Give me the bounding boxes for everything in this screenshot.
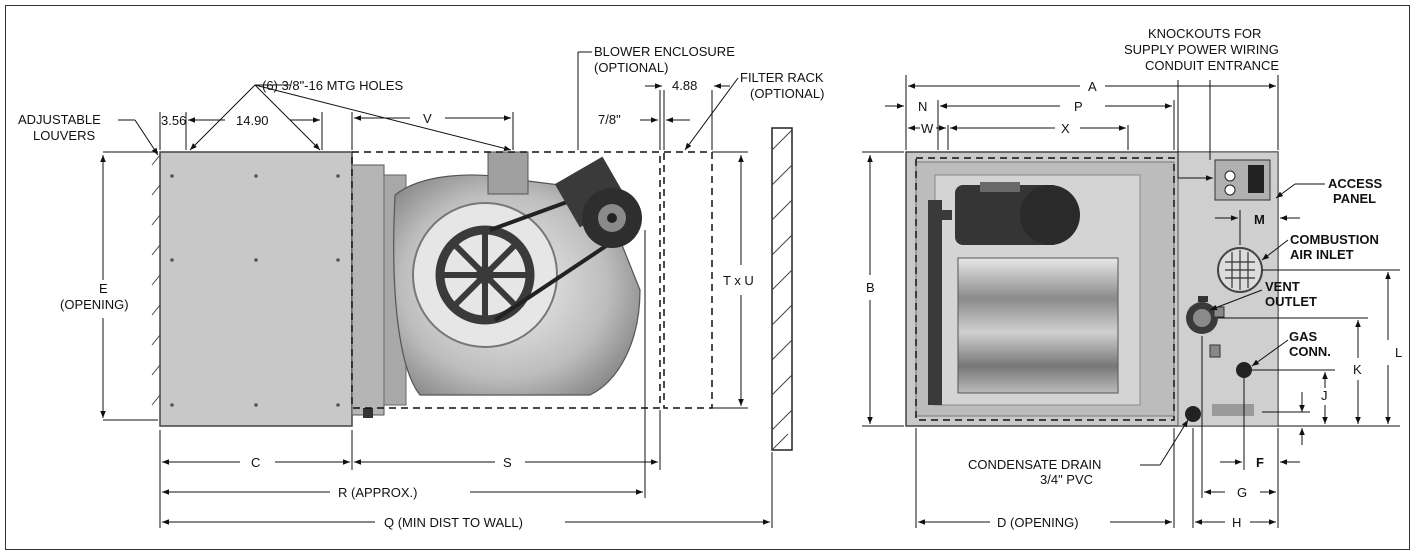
dim-s: S — [503, 455, 512, 470]
blower-enclosure-outline — [351, 151, 661, 409]
opening-outline — [915, 157, 1175, 421]
dim-h: H — [1232, 515, 1241, 530]
wall — [771, 127, 793, 451]
dim-l: L — [1395, 345, 1402, 360]
gas-conn-label-2: CONN. — [1289, 344, 1331, 359]
dim-d: D (OPENING) — [997, 515, 1079, 530]
dim-7-8: 7/8" — [598, 112, 621, 127]
gas-connection-icon — [1236, 362, 1252, 378]
filter-rack-label-2: (OPTIONAL) — [750, 86, 824, 101]
vent-outlet-label-1: VENT — [1265, 279, 1300, 294]
access-panel-label-1: ACCESS — [1328, 176, 1383, 191]
dim-14-90: 14.90 — [236, 113, 269, 128]
dim-b: B — [866, 280, 875, 295]
dim-e-opening: (OPENING) — [60, 297, 129, 312]
knockouts-label-3: CONDUIT ENTRANCE — [1145, 58, 1279, 73]
vent-outlet-label-2: OUTLET — [1265, 294, 1317, 309]
access-panel-label-2: PANEL — [1333, 191, 1376, 206]
blower-drum — [957, 257, 1119, 394]
adjustable-louvers-label-2: LOUVERS — [33, 128, 95, 143]
knockouts-label-1: KNOCKOUTS FOR — [1148, 26, 1261, 41]
combustion-air-label-2: AIR INLET — [1290, 247, 1354, 262]
condensate-label-2: 3/4" PVC — [1040, 472, 1093, 487]
dim-e: E — [99, 281, 108, 296]
condensate-drain-icon — [1185, 406, 1201, 422]
dim-x: X — [1061, 121, 1070, 136]
dim-t-x-u: T x U — [723, 273, 754, 288]
dim-w: W — [921, 121, 934, 136]
dim-p: P — [1074, 99, 1083, 114]
dim-g: G — [1237, 485, 1247, 500]
gas-conn-label-1: GAS — [1289, 329, 1318, 344]
combustion-air-label-1: COMBUSTION — [1290, 232, 1379, 247]
dim-c: C — [251, 455, 260, 470]
left-wall-hatch — [151, 154, 161, 406]
condensate-label-1: CONDENSATE DRAIN — [968, 457, 1101, 472]
filter-rack-label: FILTER RACK — [740, 70, 824, 85]
dim-r: R (APPROX.) — [338, 485, 417, 500]
blower-enclosure-label: BLOWER ENCLOSURE — [594, 44, 735, 59]
dim-k: K — [1353, 362, 1362, 377]
dim-v: V — [423, 111, 432, 126]
knockouts-label-2: SUPPLY POWER WIRING — [1124, 42, 1279, 57]
front-view: KNOCKOUTS FOR SUPPLY POWER WIRING CONDUI… — [862, 26, 1402, 530]
heater-housing — [159, 151, 353, 427]
mtg-holes-label: (6) 3/8"-16 MTG HOLES — [262, 78, 403, 93]
blower-pulley — [435, 225, 535, 325]
dim-m: M — [1254, 212, 1265, 227]
dim-f: F — [1256, 455, 1264, 470]
dim-4-88: 4.88 — [672, 78, 697, 93]
adjustable-louvers-label: ADJUSTABLE — [18, 112, 101, 127]
dim-q: Q (MIN DIST TO WALL) — [384, 515, 523, 530]
dim-3-56: 3.56 — [161, 113, 186, 128]
filter-rack-outline — [663, 151, 713, 409]
drawing-frame — [5, 5, 1410, 550]
motor-bracket — [487, 151, 529, 195]
blower-enclosure-label-2: (OPTIONAL) — [594, 60, 668, 75]
dim-n: N — [918, 99, 927, 114]
dim-j: J — [1321, 388, 1328, 403]
dim-a: A — [1088, 79, 1097, 94]
side-view: ADJUSTABLE LOUVERS (6) 3/8"-16 MTG HOLES… — [18, 44, 824, 530]
